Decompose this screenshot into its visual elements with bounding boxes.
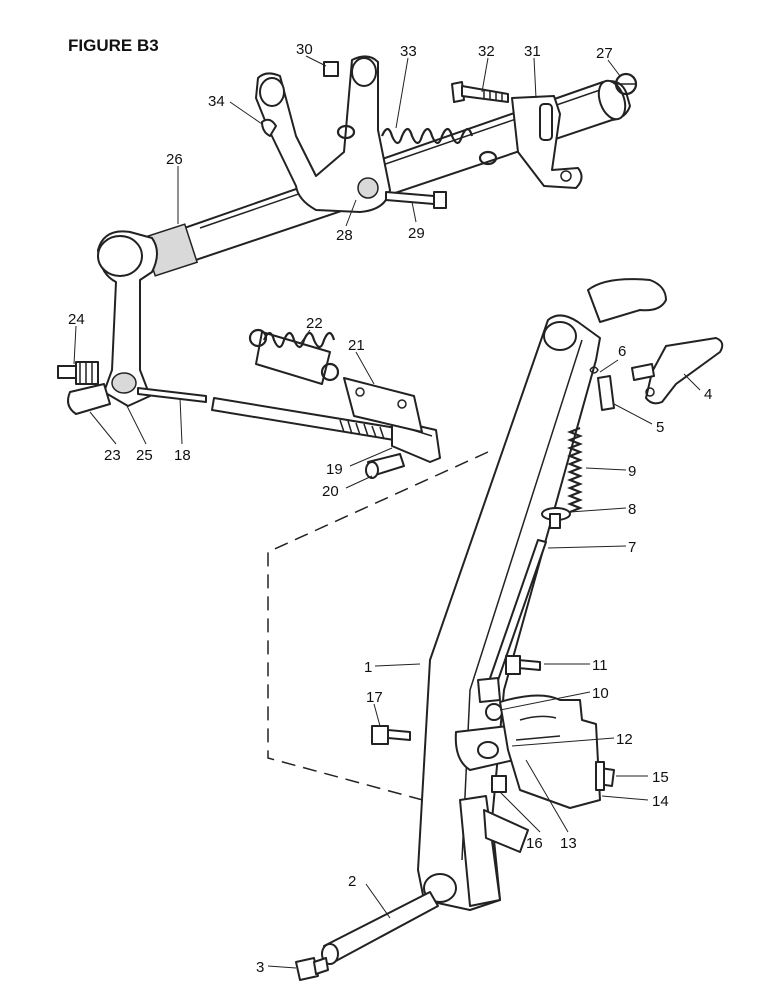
handle-pin [597, 375, 615, 411]
bolt-middle [385, 191, 447, 209]
retaining-clip [589, 366, 599, 374]
callout-18: 18 [174, 447, 191, 464]
callout-4: 4 [704, 386, 712, 403]
tension-spring [248, 328, 340, 385]
callout-5: 5 [656, 419, 664, 436]
assembly-dashed-outline [267, 451, 489, 803]
callout-24: 24 [68, 311, 85, 328]
rod-end-eye [477, 677, 501, 703]
callout-31: 31 [524, 43, 541, 60]
leader-lines [73, 55, 701, 969]
figure-title: FIGURE B3 [68, 36, 159, 55]
callout-labels: 1 2 3 4 5 6 7 8 9 10 11 12 13 14 15 16 1… [68, 41, 712, 976]
locating-pin [323, 61, 339, 77]
spring-collar [541, 507, 571, 529]
callout-29: 29 [408, 225, 425, 242]
callout-32: 32 [478, 43, 495, 60]
pivot-pin [67, 383, 111, 415]
return-spring [380, 127, 474, 145]
control-handle [631, 337, 724, 405]
bolt-upper [451, 81, 509, 103]
callout-3: 3 [256, 959, 264, 976]
callout-34: 34 [208, 93, 225, 110]
callout-14: 14 [652, 793, 669, 810]
callout-13: 13 [560, 835, 577, 852]
callout-33: 33 [400, 43, 417, 60]
adjuster-stud [57, 361, 99, 385]
lever-arm [97, 230, 158, 407]
adjuster-bolt [505, 655, 541, 675]
callout-27: 27 [596, 45, 613, 62]
callout-23: 23 [104, 447, 121, 464]
frame-bolt [371, 725, 411, 745]
callout-12: 12 [616, 731, 633, 748]
callout-11: 11 [592, 657, 608, 674]
callout-9: 9 [628, 463, 636, 480]
shaft-bracket [511, 95, 583, 189]
main-frame [417, 278, 667, 911]
callout-30: 30 [296, 41, 313, 58]
clevis [391, 419, 441, 463]
callout-7: 7 [628, 539, 636, 556]
callout-15: 15 [652, 769, 669, 786]
lower-bracket [459, 795, 501, 907]
callout-10: 10 [592, 685, 609, 702]
callout-26: 26 [166, 151, 183, 168]
pivot-shaft [321, 891, 439, 965]
quadrant-plate [499, 694, 601, 809]
callout-21: 21 [348, 337, 365, 354]
quadrant-bolt [595, 761, 615, 791]
callout-1: 1 [364, 659, 372, 676]
side-arm [483, 809, 529, 853]
callout-8: 8 [628, 501, 636, 518]
spring-clip [261, 118, 277, 137]
callout-6: 6 [618, 343, 626, 360]
quadrant-link [454, 703, 515, 771]
pivot-bolt [295, 957, 329, 981]
callout-20: 20 [322, 483, 339, 500]
control-spring [567, 426, 583, 514]
callout-16: 16 [526, 835, 543, 852]
lift-arm [255, 55, 391, 213]
link-rod [137, 387, 207, 403]
callout-17: 17 [366, 689, 383, 706]
callout-28: 28 [336, 227, 353, 244]
callout-25: 25 [136, 447, 153, 464]
callout-19: 19 [326, 461, 343, 478]
callout-2: 2 [348, 873, 356, 890]
callout-22: 22 [306, 315, 323, 332]
hose-clip [614, 72, 638, 96]
lock-nut [491, 775, 507, 793]
